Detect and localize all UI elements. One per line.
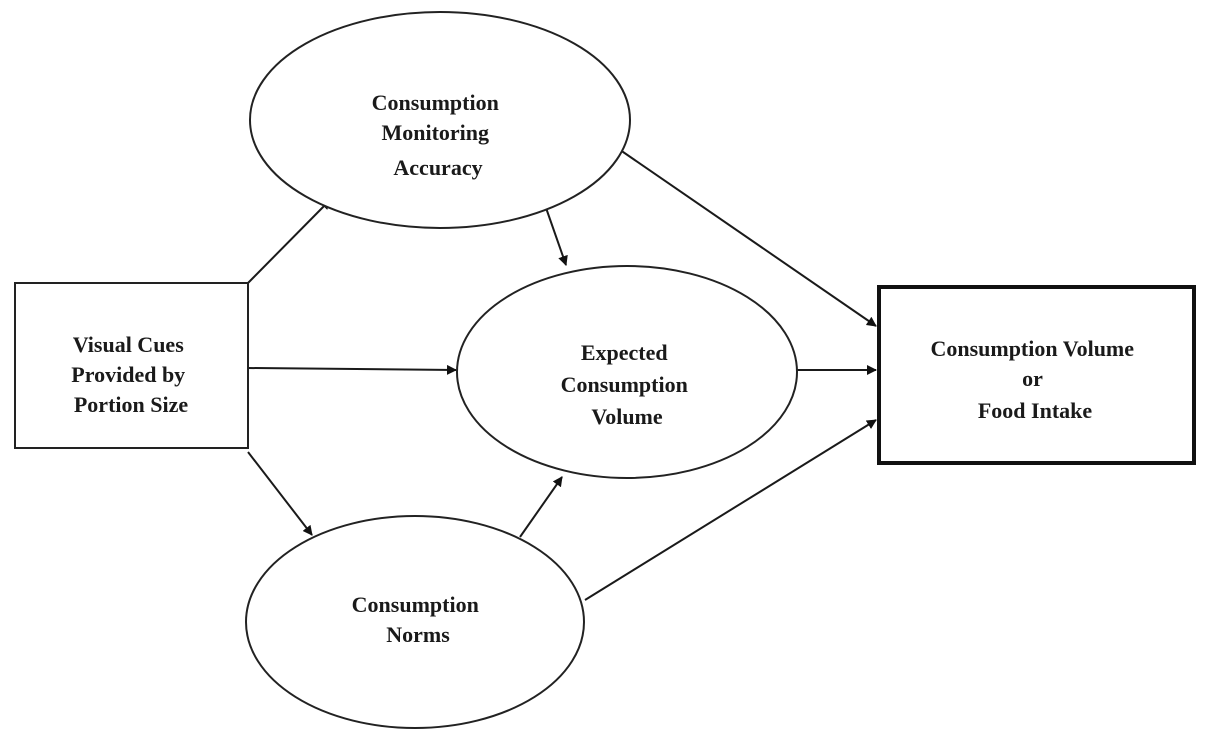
expected-volume-line-3: Volume	[591, 404, 663, 429]
food-intake-line-1: Consumption Volume	[930, 336, 1134, 361]
node-visual-cues: Visual Cues Provided by Portion Size	[14, 282, 249, 449]
node-consumption-norms: Consumption Norms	[245, 515, 585, 729]
expected-volume-label: Expected Consumption Volume	[561, 340, 694, 429]
consumption-norms-line-2: Norms	[386, 622, 450, 647]
consumption-norms-ellipse	[245, 515, 585, 729]
food-intake-line-2: or	[1022, 366, 1043, 391]
monitoring-accuracy-label: Consumption Monitoring Accuracy	[372, 90, 505, 180]
expected-volume-line-1: Expected	[581, 340, 668, 365]
consumption-norms-line-1: Consumption	[352, 592, 479, 617]
node-monitoring-accuracy: Consumption Monitoring Accuracy	[249, 11, 631, 229]
edge-visual-cues-to-monitoring-accuracy	[247, 199, 331, 284]
monitoring-accuracy-line-2: Monitoring	[381, 120, 489, 145]
node-expected-volume: Expected Consumption Volume	[456, 265, 798, 479]
monitoring-accuracy-line-1: Consumption	[372, 90, 499, 115]
consumption-norms-label: Consumption Norms	[352, 592, 485, 647]
node-food-intake: Consumption Volume or Food Intake	[877, 285, 1196, 465]
edge-consumption-norms-to-expected-volume	[519, 476, 563, 538]
food-intake-box	[877, 285, 1196, 465]
expected-volume-ellipse	[456, 265, 798, 479]
food-intake-label: Consumption Volume or Food Intake	[930, 336, 1139, 423]
food-intake-line-3: Food Intake	[978, 398, 1093, 423]
edge-visual-cues-to-consumption-norms	[247, 451, 313, 536]
visual-cues-line-1: Visual Cues	[73, 332, 184, 357]
visual-cues-line-2: Provided by	[71, 362, 185, 387]
edge-visual-cues-to-expected-volume	[247, 364, 457, 375]
visual-cues-box	[14, 282, 249, 449]
edge-monitoring-accuracy-to-expected-volume	[544, 204, 568, 266]
edges	[247, 142, 877, 601]
edge-monitoring-accuracy-to-food-intake	[609, 142, 877, 327]
monitoring-accuracy-line-3: Accuracy	[393, 155, 482, 180]
expected-volume-line-2: Consumption	[561, 372, 688, 397]
visual-cues-label: Visual Cues Provided by Portion Size	[71, 332, 190, 417]
edge-consumption-norms-to-food-intake	[584, 419, 877, 601]
visual-cues-line-3: Portion Size	[74, 392, 188, 417]
monitoring-accuracy-ellipse	[249, 11, 631, 229]
